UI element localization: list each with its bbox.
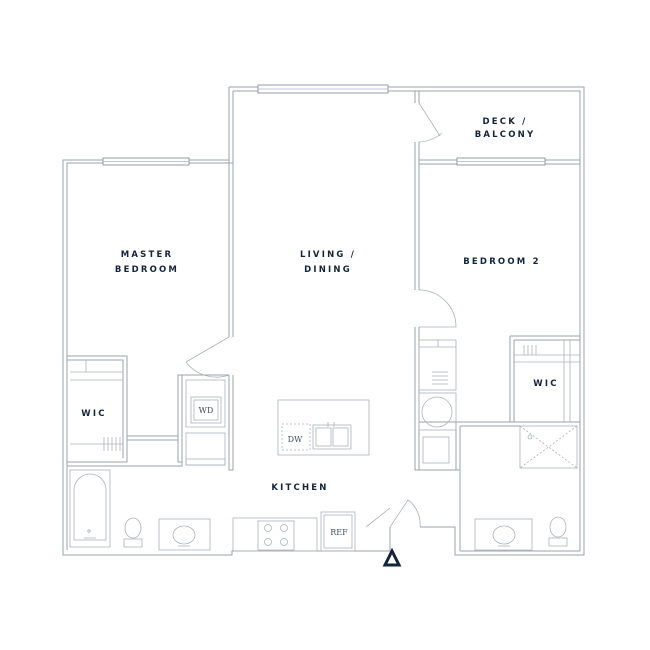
- laundry-closet: [185, 379, 226, 466]
- label-deck-2: BALCONY: [475, 130, 536, 140]
- label-living-2: DINING: [304, 265, 352, 275]
- room-labels: DECK / BALCONY MASTER BEDROOM LIVING / D…: [81, 117, 558, 493]
- windows: [102, 84, 546, 166]
- label-wic-left: WIC: [81, 409, 106, 419]
- triangle-icon: [382, 547, 402, 567]
- washer-dryer: [190, 396, 222, 424]
- label-living-1: LIVING /: [300, 250, 356, 260]
- vanity: [158, 518, 211, 551]
- bedroom2-closet: [418, 339, 457, 464]
- appliance-labels: WD DW REF: [199, 406, 348, 537]
- kitchen-island: [277, 399, 370, 456]
- label-bedroom2: BEDROOM 2: [463, 257, 540, 267]
- refrigerator: [320, 511, 356, 552]
- counter: [232, 517, 318, 552]
- toilet-2: [549, 516, 567, 538]
- water-heater: [421, 396, 453, 428]
- dishwasher: [281, 423, 311, 451]
- doors: [185, 102, 457, 528]
- label-kitchen: KITCHEN: [271, 483, 328, 493]
- label-refrigerator: REF: [330, 528, 348, 537]
- label-washer-dryer: WD: [199, 406, 214, 415]
- label-master-2: BEDROOM: [115, 265, 179, 275]
- master-bath-fixtures: [69, 469, 211, 551]
- vanity-2: [474, 518, 533, 551]
- label-dishwasher: DW: [288, 435, 303, 444]
- shower: [519, 425, 578, 469]
- label-wic-right: WIC: [533, 379, 558, 389]
- label-deck-1: DECK /: [483, 117, 528, 127]
- bathtub: [69, 469, 111, 548]
- cooktop: [257, 520, 295, 551]
- bedroom2-bath-fixtures: [474, 425, 578, 551]
- toilet: [124, 517, 142, 539]
- master-wic-shelving: [70, 360, 123, 451]
- bedroom2-wic-shelving: [514, 340, 580, 422]
- sink: [312, 424, 352, 450]
- kitchen-fixtures: [232, 399, 370, 552]
- label-master-1: MASTER: [121, 250, 174, 260]
